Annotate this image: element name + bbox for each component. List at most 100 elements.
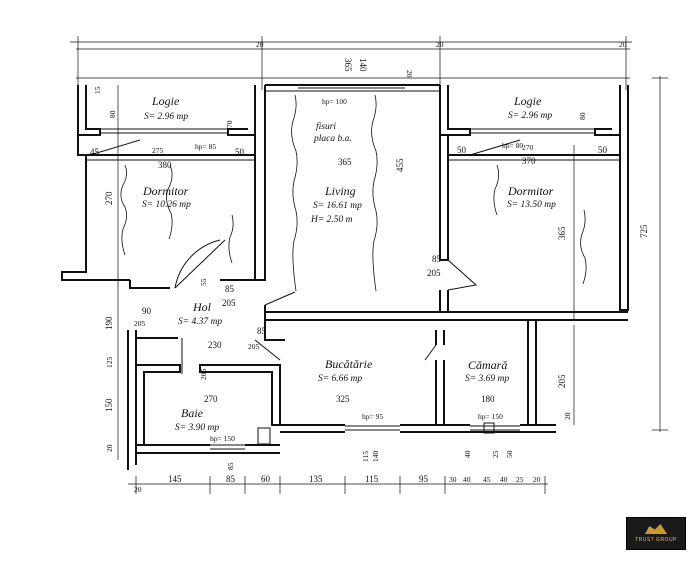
room-dormitor-right-area: S= 13.50 mp xyxy=(507,200,556,210)
dim-b-135: 135 xyxy=(309,474,323,484)
left-dimensions: 15 80 270 190 125 150 20 xyxy=(93,85,119,460)
room-living-height: H= 2.50 m xyxy=(310,215,353,225)
dim-15-left: 15 xyxy=(93,86,102,94)
room-labels: Logie S= 2.96 mp Dormitor S= 10.26 mp fi… xyxy=(142,94,556,433)
dim-70-v: 70 xyxy=(225,120,234,128)
dim-b-25: 25 xyxy=(516,475,524,484)
logo-text: TRUST GROUP xyxy=(635,537,677,543)
room-bucatarie-name: Bucătărie xyxy=(325,357,373,371)
dim-50a: 50 xyxy=(235,147,245,157)
dim-205-hol: 205 xyxy=(134,319,146,328)
room-logie-left-area: S= 2.96 mp xyxy=(144,112,188,122)
dim-380: 380 xyxy=(158,160,172,170)
dim-50-v: 50 xyxy=(505,450,514,458)
room-baie-name: Baie xyxy=(181,406,204,420)
dim-b-45: 45 xyxy=(483,475,491,484)
dim-20-left: 20 xyxy=(105,444,114,452)
dim-125-left: 125 xyxy=(105,357,114,369)
dim-b-85: 85 xyxy=(226,474,236,484)
top-dimensions: 20 20 20 365 140 20 xyxy=(70,36,632,90)
dim-80-left: 80 xyxy=(108,110,117,118)
dim-b-145: 145 xyxy=(168,474,182,484)
dim-top-20b: 20 xyxy=(436,40,444,49)
dim-140-vertical: 140 xyxy=(358,58,368,72)
logo-mark xyxy=(645,524,667,534)
room-logie-right-name: Logie xyxy=(513,94,542,108)
dim-270-left: 270 xyxy=(104,191,114,205)
trust-group-logo: TRUST GROUP xyxy=(626,517,686,550)
room-living-name: Living xyxy=(324,184,356,198)
window-heights: hp= 100 hp= 85 hp= 80 hp= 150 hp= 95 hp=… xyxy=(195,97,523,443)
dim-b-30: 30 xyxy=(449,475,457,484)
dim-370: 370 xyxy=(522,156,536,166)
dim-20-right: 20 xyxy=(563,412,572,420)
dim-275: 275 xyxy=(152,146,164,155)
hp-95: hp= 95 xyxy=(362,412,383,421)
dim-40-v: 40 xyxy=(463,450,472,458)
room-dormitor-left-area: S= 10.26 mp xyxy=(142,200,191,210)
dim-725: 725 xyxy=(639,224,649,238)
hp-85: hp= 85 xyxy=(195,142,216,151)
dim-85-right: 85 xyxy=(432,254,442,264)
dim-205-right2: 205 xyxy=(427,268,441,278)
dim-50c: 50 xyxy=(598,145,608,155)
dim-365-right: 365 xyxy=(557,226,567,240)
room-logie-right-area: S= 2.96 mp xyxy=(508,111,552,121)
dim-top-20c: 20 xyxy=(619,40,627,49)
dim-230: 230 xyxy=(208,340,222,350)
doors xyxy=(89,139,521,374)
dim-140-v: 140 xyxy=(371,451,380,463)
dim-85-hol: 85 xyxy=(225,284,235,294)
dim-b-20b: 20 xyxy=(533,475,541,484)
hp-100: hp= 100 xyxy=(322,97,347,106)
dim-455: 455 xyxy=(395,158,405,172)
hp-150b: hp= 150 xyxy=(478,412,503,421)
dim-20-vertical: 20 xyxy=(405,70,414,78)
room-logie-left-name: Logie xyxy=(151,94,180,108)
crack-lines xyxy=(120,94,587,292)
living-note-fisuri: fisuri xyxy=(316,121,336,132)
dim-190-left: 190 xyxy=(104,316,114,330)
room-baie-area: S= 3.90 mp xyxy=(175,423,219,433)
right-dimensions: 725 365 205 20 xyxy=(557,76,668,432)
inner-dimensions: 45 275 50 380 365 50 270 50 370 90 205 8… xyxy=(90,112,608,470)
dim-180: 180 xyxy=(481,394,495,404)
room-dormitor-right-name: Dormitor xyxy=(507,184,554,198)
dim-55-v: 55 xyxy=(199,278,208,286)
room-living-area: S= 16.61 mp xyxy=(313,201,362,211)
room-hol-name: Hol xyxy=(192,300,212,314)
walls xyxy=(61,84,629,470)
dim-205-hol2: 205 xyxy=(222,298,236,308)
dim-150-left: 150 xyxy=(104,398,114,412)
dim-85-v: 85 xyxy=(226,462,235,470)
room-bucatarie-area: S= 6.66 mp xyxy=(318,374,362,384)
dim-115-v: 115 xyxy=(361,451,370,462)
dim-b-40: 40 xyxy=(463,475,471,484)
dim-b-95: 95 xyxy=(419,474,429,484)
dim-b-115: 115 xyxy=(365,474,379,484)
dim-90: 90 xyxy=(142,306,152,316)
living-note-placa: placa b.a. xyxy=(313,134,352,144)
dim-206-v: 205 xyxy=(199,369,208,381)
room-hol-area: S= 4.37 mp xyxy=(178,317,222,327)
dim-b-40b: 40 xyxy=(500,475,508,484)
dim-85-kitchen: 85 xyxy=(257,326,267,336)
dim-80-v: 80 xyxy=(578,112,587,120)
hp-150a: hp= 150 xyxy=(210,434,235,443)
dim-325: 325 xyxy=(336,394,350,404)
dim-b-20: 20 xyxy=(134,485,142,494)
dim-45: 45 xyxy=(90,147,100,157)
dim-270-right: 270 xyxy=(522,143,534,152)
hp-80: hp= 80 xyxy=(502,141,523,150)
bottom-dimensions: 20 145 85 60 135 115 95 30 40 45 40 25 2… xyxy=(128,474,548,494)
dim-50b: 50 xyxy=(457,145,467,155)
room-dormitor-left-name: Dormitor xyxy=(142,184,189,198)
room-camara-name: Cămară xyxy=(468,358,507,372)
dim-25-v: 25 xyxy=(491,450,500,458)
room-camara-area: S= 3.69 mp xyxy=(465,374,509,384)
dim-205-b: 205 xyxy=(248,342,260,351)
dim-top-20a: 20 xyxy=(256,40,264,49)
dim-365-living: 365 xyxy=(338,157,352,167)
dim-365-vertical: 365 xyxy=(343,58,353,72)
